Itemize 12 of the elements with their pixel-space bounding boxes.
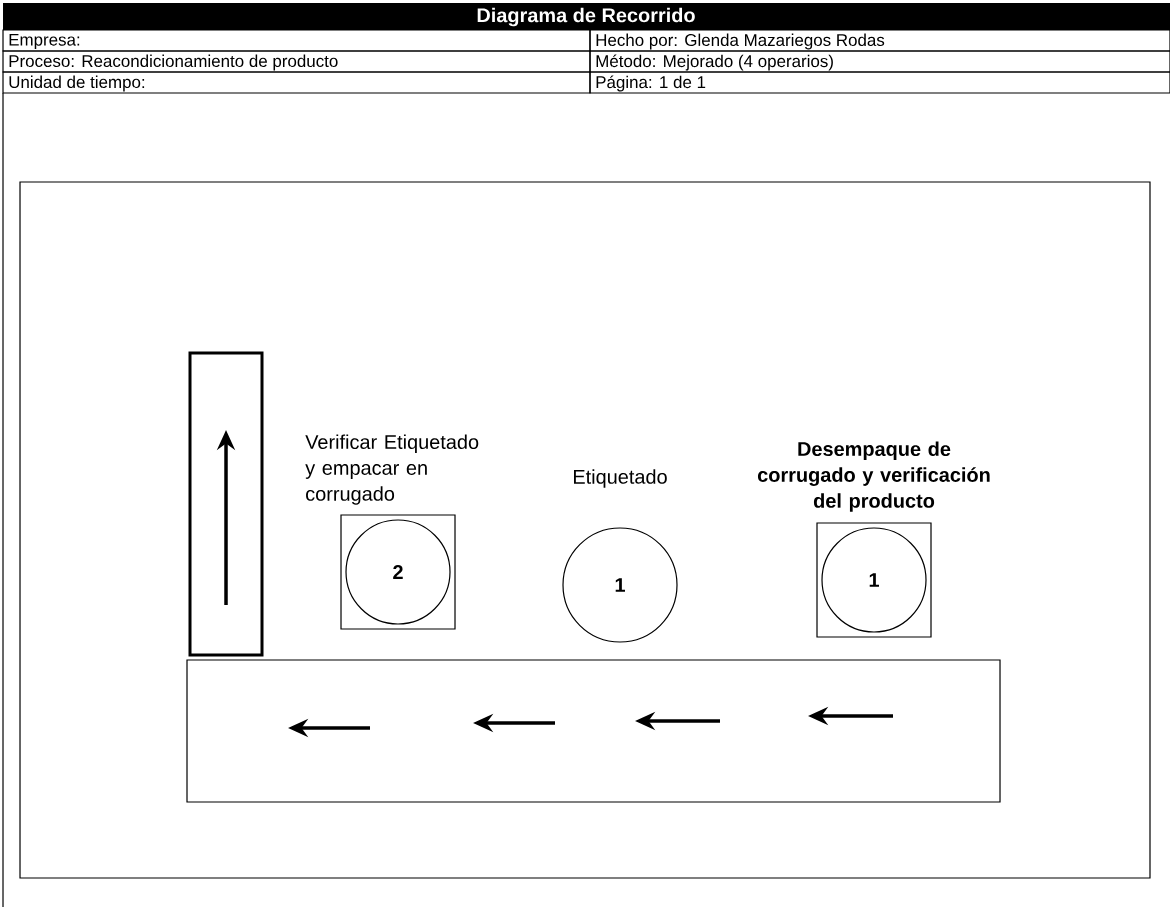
vertical-conveyor-box [188, 351, 264, 657]
table-cell: Proceso: Reacondicionamiento de producto [2, 50, 591, 73]
table-cell: Empresa: [2, 29, 591, 52]
step-label: Desempaque de corrugado y verificación del producto [757, 441, 990, 512]
conveyor-box [186, 659, 1001, 803]
step-label: Etiquetado [574, 469, 667, 488]
step-label: Verificar Etiquetado y empacar en corrugado [305, 434, 479, 505]
title-bar: Diagrama de Recorrido [3, 3, 1170, 30]
table-cell: Página: 1 de 1 [589, 71, 1170, 94]
table-cell: Método: Mejorado (4 operarios) [589, 50, 1170, 73]
table-cell: Unidad de tiempo: [2, 71, 591, 94]
table-cell: Hecho por: Glenda Mazariegos Rodas [589, 29, 1170, 52]
